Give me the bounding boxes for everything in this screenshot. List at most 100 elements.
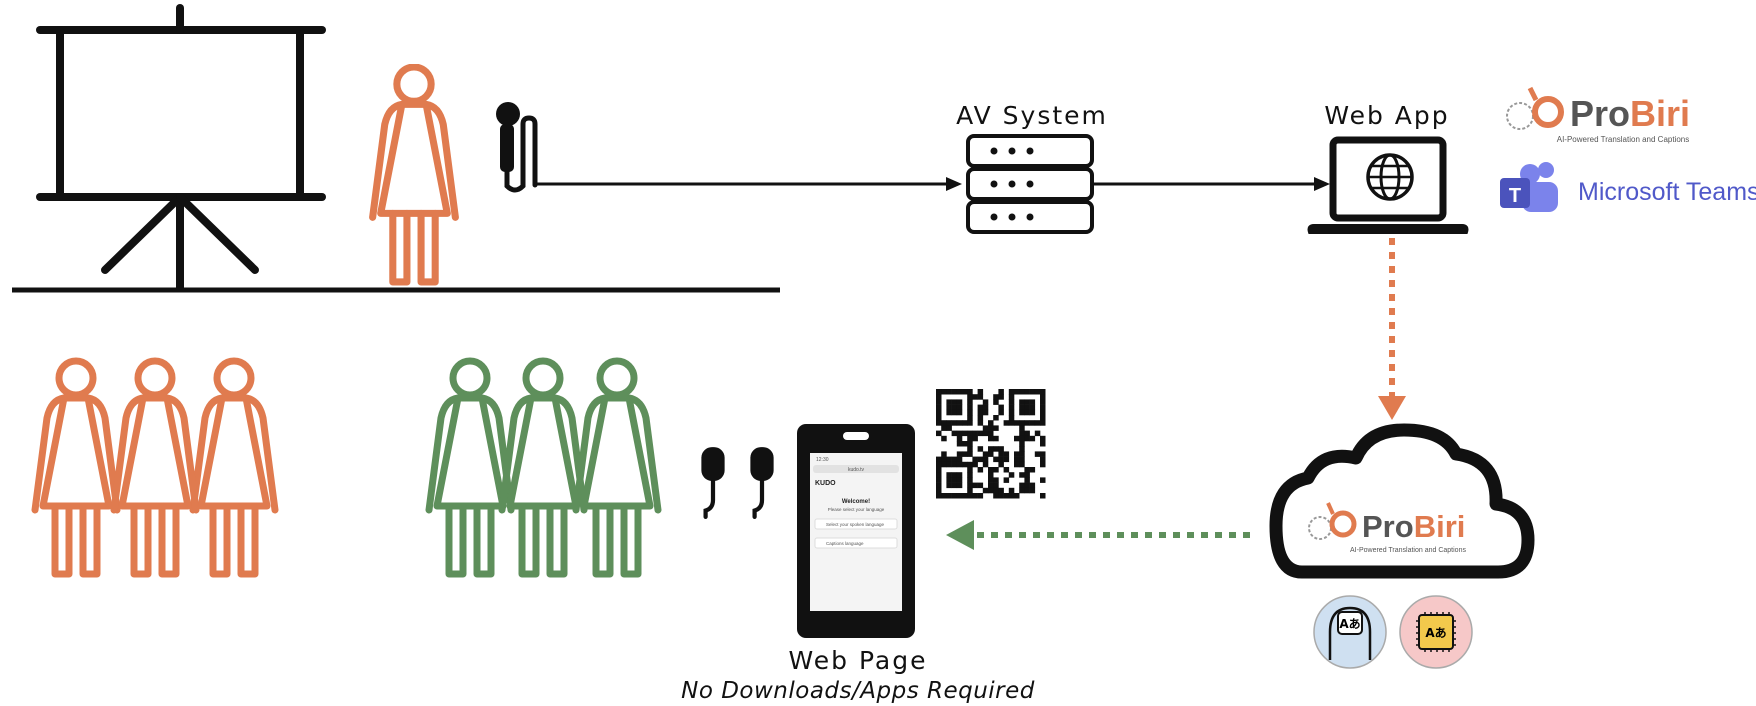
qr-module [1019,487,1025,494]
qr-module [977,446,984,452]
phone-welcome: Welcome! [842,499,870,505]
qr-module [993,456,999,463]
qr-module [998,451,1004,457]
qr-module [956,404,963,411]
qr-module [972,394,978,400]
qr-module [967,441,973,447]
probiri-tagline-cloud: AI-Powered Translation and Captions [1350,547,1466,554]
qr-module [936,493,942,499]
qr-module [967,399,973,405]
phone-prompt: Please select your language [828,507,885,512]
qr-module [977,467,984,473]
qr-module [941,461,947,468]
qr-module [993,477,999,483]
speaker-person-icon [373,67,456,282]
qr-module [941,420,947,426]
qr-module [936,487,942,494]
qr-module [1019,389,1025,395]
qr-module [951,389,958,395]
qr-module [1040,415,1046,421]
qr-module [1014,435,1020,442]
qr-module [1040,456,1046,463]
qr-module [1008,404,1015,411]
qr-module [1003,451,1010,457]
qr-module [977,394,984,400]
qr-module [972,493,978,499]
qr-module [1024,487,1030,494]
qr-module [956,461,963,468]
qr-module [998,404,1004,411]
qr-module [967,435,973,442]
qr-module [972,430,978,437]
qr-module [1029,482,1036,489]
qr-module [946,477,952,483]
qr-module [951,456,958,463]
qr-module [1008,399,1015,405]
qr-module [936,467,942,473]
qr-module [998,394,1004,400]
qr-module [1019,456,1025,463]
qr-module [993,415,999,421]
qr-module [1019,446,1025,452]
qr-module [936,389,942,395]
qr-module [1029,399,1036,405]
qr-module [946,461,952,468]
qr-module [951,461,958,468]
qr-module [946,472,952,478]
qr-module [1019,435,1025,442]
qr-module [1029,404,1036,411]
qr-module [967,482,973,489]
qr-module [1034,451,1041,457]
qr-module [1029,435,1036,442]
audience-green-group [429,361,658,574]
qr-module [1008,394,1015,400]
qr-module [967,446,973,452]
qr-module [951,409,958,416]
qr-module [998,487,1004,494]
qr-module [1034,420,1041,426]
qr-module [998,389,1004,395]
qr-module [967,461,973,468]
qr-module [1029,409,1036,416]
phone-url: kudo.tv [848,467,865,473]
qr-module [1008,493,1015,499]
qr-module [972,456,978,463]
qr-module [982,487,989,494]
qr-module [1019,482,1025,489]
qr-module [1019,441,1025,447]
audience-orange-person-1 [35,361,117,574]
qr-module [951,482,958,489]
qr-module [1029,467,1036,473]
microsoft-teams-text: Microsoft Teams [1578,178,1756,206]
probiri-pro-text: Pro [1570,93,1630,134]
phone-option-2[interactable]: Captions language [826,541,864,546]
qr-module [1003,456,1010,463]
qr-module [1003,477,1010,483]
qr-module [977,409,984,416]
qr-module [941,493,947,499]
qr-module [1008,472,1015,478]
qr-module [993,446,999,452]
qr-module [956,389,963,395]
qr-module [936,472,942,478]
qr-module [1024,389,1030,395]
qr-module [1040,493,1046,499]
qr-module [993,394,999,400]
qr-module [1034,389,1041,395]
qr-module [982,456,989,463]
qr-module [962,430,968,437]
qr-module [993,425,999,431]
qr-module [951,493,958,499]
qr-module [988,435,994,442]
phone-option-1[interactable]: Select your spoken language [826,522,885,527]
laptop-globe-icon [1307,136,1469,234]
qr-module [988,425,994,431]
qr-module [1019,461,1025,468]
svg-text:ProBiri: ProBiri [1362,509,1465,544]
qr-module [1014,420,1020,426]
qr-module [967,420,973,426]
qr-module [1024,435,1030,442]
qr-module [1019,399,1025,405]
microsoft-teams-logo: T Microsoft Teams [1500,162,1756,212]
